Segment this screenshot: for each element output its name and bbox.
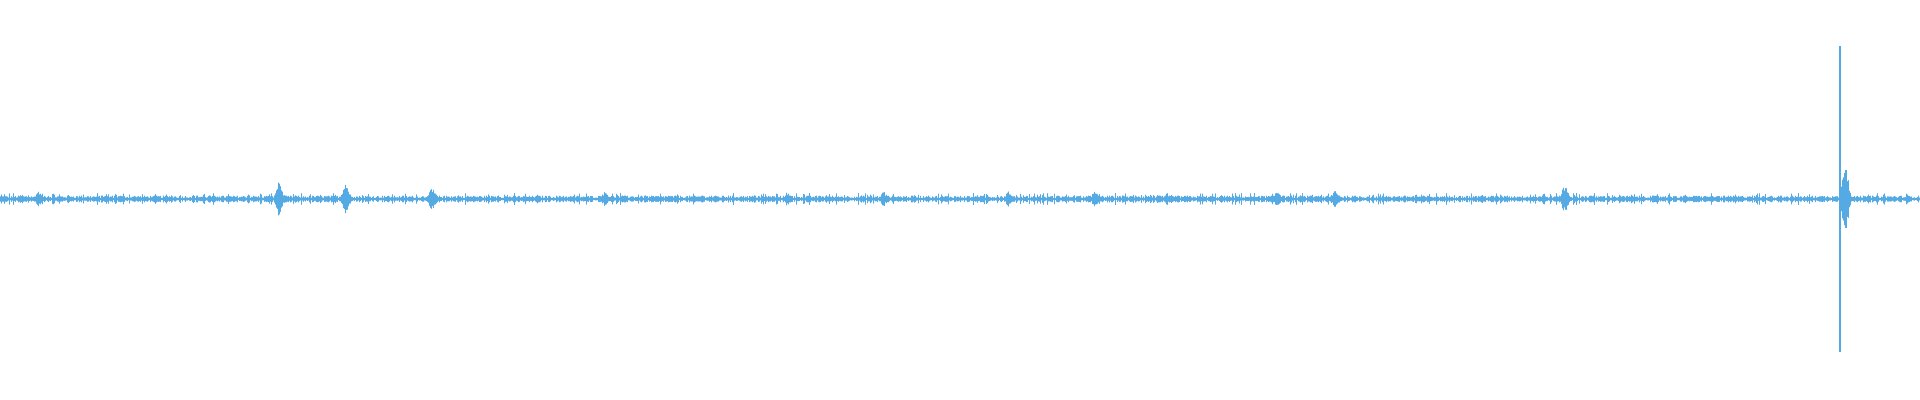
waveform-trace (0, 46, 1920, 352)
